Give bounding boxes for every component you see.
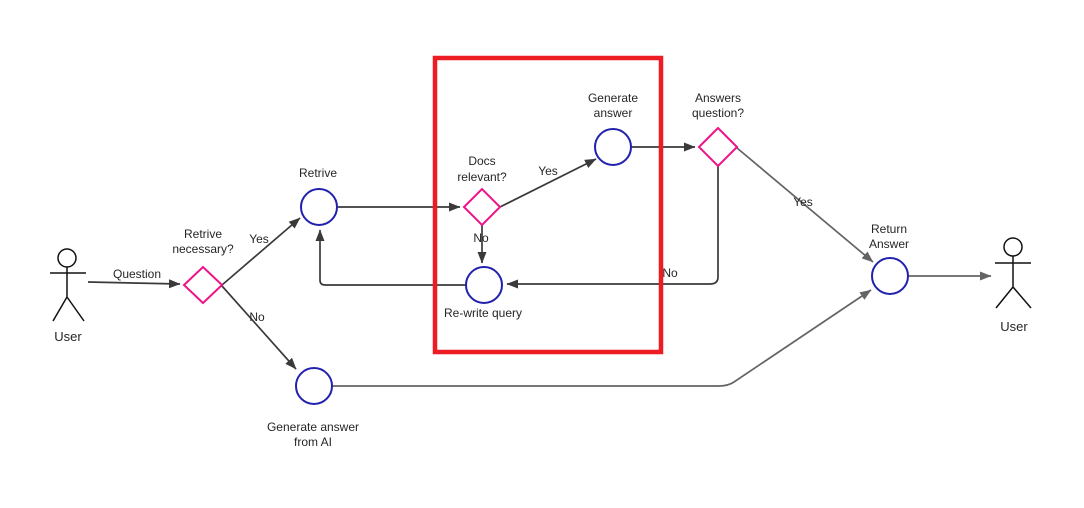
edge-label-docs-no: No	[473, 231, 489, 245]
edge-question-arrow	[87, 279, 181, 289]
actor-user-left: User	[50, 248, 86, 344]
label-generate-ai-line1: Generate answer	[267, 420, 359, 434]
process-generate-ai	[295, 367, 333, 405]
edge-label-question: Question	[113, 267, 161, 281]
edge-docs-yes-arrow	[499, 158, 597, 208]
edge-label-answers-no: No	[662, 266, 678, 280]
actor-left-body	[50, 267, 86, 322]
edge-retrive-no-arrow	[221, 285, 297, 370]
actor-left-label: User	[54, 329, 82, 344]
edge-answers-no-arrow	[506, 166, 719, 289]
edge-answers-yes-arrow	[736, 147, 874, 263]
label-rewrite-query: Re-write query	[444, 306, 522, 320]
label-generate-answer-line2: answer	[594, 106, 633, 120]
actor-left-head	[57, 248, 77, 268]
decision-answers-question	[697, 126, 739, 168]
edge-retrive-yes-arrow	[221, 217, 301, 286]
process-retrive	[300, 188, 338, 226]
label-retrive-necessary-line2: necessary?	[172, 242, 234, 256]
process-generate-answer	[594, 128, 632, 166]
decision-retrive-necessary	[182, 265, 224, 305]
label-answers-question-line1: Answers	[695, 91, 741, 105]
actor-right-label: User	[1000, 319, 1028, 334]
edge-label-retrive-no: No	[249, 310, 265, 324]
highlight-rectangle	[432, 55, 664, 355]
process-return-answer	[871, 257, 909, 295]
label-generate-answer-line1: Generate	[588, 91, 638, 105]
label-retrive: Retrive	[299, 166, 337, 180]
actor-right-head	[1003, 237, 1023, 257]
label-answers-question-line2: question?	[692, 106, 744, 120]
actor-right-body	[995, 256, 1032, 309]
label-docs-relevant-line1: Docs	[468, 154, 495, 168]
label-return-answer-line1: Return	[871, 222, 907, 236]
decision-docs-relevant	[462, 187, 502, 227]
actor-user-right: User	[995, 237, 1032, 334]
edge-generateai-to-return-arrow	[332, 289, 872, 387]
label-generate-ai-line2: from AI	[294, 435, 332, 449]
label-docs-relevant-line2: relevant?	[457, 170, 507, 184]
label-retrive-necessary-line1: Retrive	[184, 227, 222, 241]
edge-label-docs-yes: Yes	[538, 164, 558, 178]
process-rewrite-query	[465, 266, 503, 304]
edge-label-answers-yes: Yes	[793, 195, 813, 209]
label-return-answer-line2: Answer	[869, 237, 909, 251]
edge-rewrite-to-retrive-arrow	[315, 229, 466, 286]
edge-label-retrive-yes: Yes	[249, 232, 269, 246]
